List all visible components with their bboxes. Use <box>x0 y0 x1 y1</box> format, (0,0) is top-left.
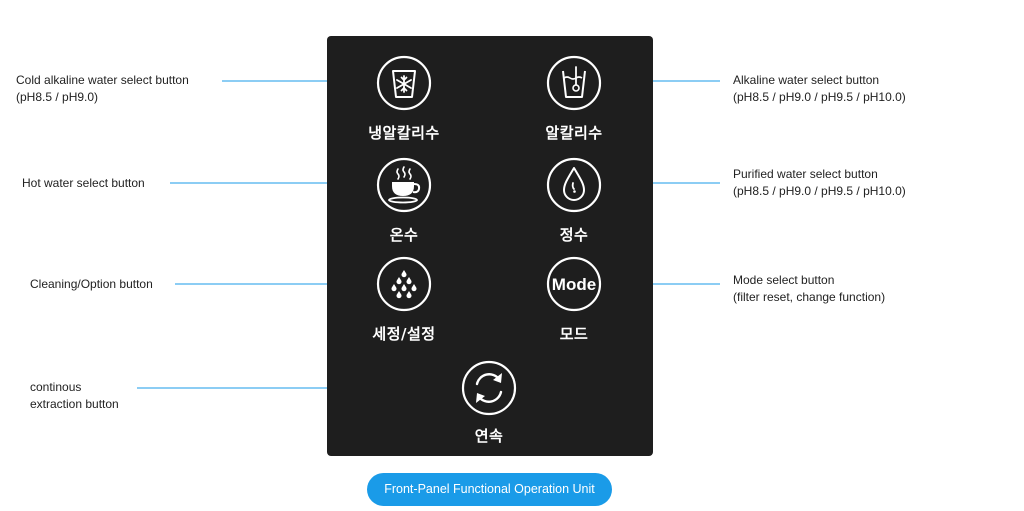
callout-alkaline: Alkaline water select button (pH8.5 / pH… <box>733 72 906 106</box>
hot-water-label: 온수 <box>389 226 419 244</box>
caption-badge: Front-Panel Functional Operation Unit <box>367 473 612 506</box>
purified-water-label: 정수 <box>559 226 589 244</box>
callout-text: continous <box>30 380 82 394</box>
hot-water-button[interactable] <box>375 156 433 214</box>
cleaning-option-button[interactable] <box>375 255 433 313</box>
steaming-cup-icon <box>376 157 432 213</box>
callout-hot: Hot water select button <box>22 175 145 192</box>
cold-alkaline-button[interactable] <box>375 54 433 112</box>
alkaline-label: 알칼리수 <box>545 124 603 142</box>
callout-text: Cold alkaline water select button <box>16 73 189 87</box>
refresh-arrows-icon <box>461 360 517 416</box>
mode-label: 모드 <box>559 325 589 343</box>
callout-cold-alkaline: Cold alkaline water select button (pH8.5… <box>16 72 189 106</box>
front-panel: 냉알칼리수 알칼리수 <box>327 36 653 456</box>
cold-alkaline-label: 냉알칼리수 <box>368 124 440 142</box>
alkaline-cup-icon <box>546 55 602 111</box>
callout-text: Cleaning/Option button <box>30 277 153 291</box>
callout-text: Purified water select button <box>733 167 878 181</box>
water-drop-icon <box>546 157 602 213</box>
cleaning-option-label: 세정/설정 <box>372 325 436 343</box>
callout-text: (pH8.5 / pH9.0 / pH9.5 / pH10.0) <box>733 184 906 198</box>
water-dots-icon <box>376 256 432 312</box>
callout-text: (pH8.5 / pH9.0 / pH9.5 / pH10.0) <box>733 90 906 104</box>
mode-icon: Mode <box>546 256 602 312</box>
snowflake-cup-icon <box>376 55 432 111</box>
alkaline-button[interactable] <box>545 54 603 112</box>
callout-purified: Purified water select button (pH8.5 / pH… <box>733 166 906 200</box>
callout-cleaning: Cleaning/Option button <box>30 276 153 293</box>
callout-continuous: continous extraction button <box>30 379 119 413</box>
callout-text: extraction button <box>30 397 119 411</box>
callout-text: (filter reset, change function) <box>733 290 886 304</box>
continuous-extraction-button[interactable] <box>460 359 518 417</box>
mode-button[interactable]: Mode <box>545 255 603 313</box>
callout-text: (pH8.5 / pH9.0) <box>16 90 99 104</box>
continuous-extraction-label: 연속 <box>474 427 504 445</box>
mode-icon-text: Mode <box>552 275 596 294</box>
purified-water-button[interactable] <box>545 156 603 214</box>
callout-mode: Mode select button (filter reset, change… <box>733 272 885 306</box>
callout-text: Alkaline water select button <box>733 73 880 87</box>
callout-text: Mode select button <box>733 273 835 287</box>
callout-text: Hot water select button <box>22 176 145 190</box>
